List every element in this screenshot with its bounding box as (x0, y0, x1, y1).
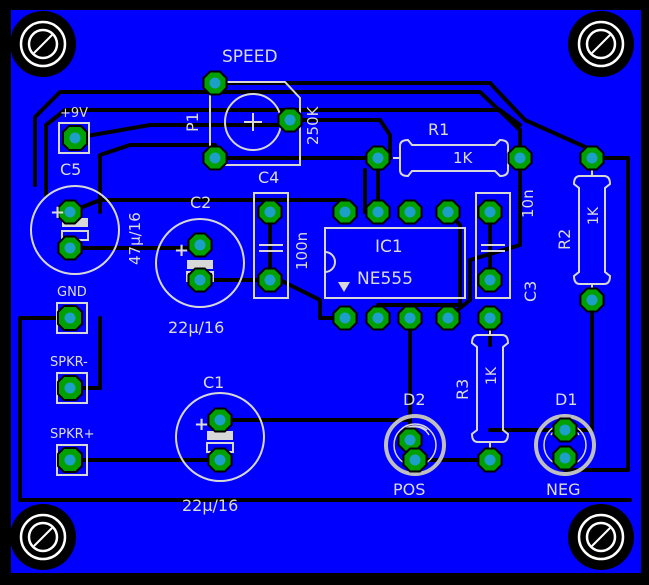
r3-value-label: 1K (484, 366, 500, 385)
c3-pad-1 (477, 199, 503, 225)
plus9v-pad (62, 125, 88, 151)
c5-pad-minus (57, 235, 83, 261)
mounting-hole-top-right (568, 11, 634, 77)
speed-label: SPEED (222, 47, 278, 67)
p1-pad-3 (202, 145, 228, 171)
spkr-plus-pad (57, 447, 83, 473)
c1-label: C1 (203, 373, 224, 392)
p1-pad-2 (277, 107, 303, 133)
c2-pad-plus (187, 232, 213, 258)
d2-value-label: POS (393, 480, 425, 499)
c4-value-label: 100n (293, 232, 311, 270)
ic1-pin-4 (435, 305, 461, 331)
c4-pad-1 (257, 199, 283, 225)
p1-label: P1 (183, 112, 202, 132)
p1-value-label: 250K (304, 105, 322, 145)
spkr-minus-pad (57, 375, 83, 401)
c3-value-label: 10n (519, 189, 537, 218)
c2-pad-minus (187, 267, 213, 293)
p1-pad-1 (202, 70, 228, 96)
c2-plus-marker: + (174, 240, 189, 261)
ic1-outline (324, 227, 466, 299)
plus9v-label: +9V (60, 106, 88, 121)
r3-pad-2 (477, 447, 503, 473)
ic1-pin-1 (332, 305, 358, 331)
ic1-pin-8 (332, 199, 358, 225)
ic1-value-label: NE555 (357, 269, 413, 289)
d2-pad-2 (402, 447, 428, 473)
r1-pad-1 (365, 145, 391, 171)
c3-pad-2 (477, 267, 503, 293)
mounting-holes (10, 11, 634, 570)
spkr-minus-label: SPKR- (50, 355, 88, 370)
d1-pad-1 (552, 417, 578, 443)
c3-label: C3 (521, 281, 540, 302)
c5-label: C5 (60, 160, 81, 179)
d1-pad-2 (552, 445, 578, 471)
ic1-pin-5 (435, 199, 461, 225)
r1-value-label: 1K (453, 149, 474, 167)
spkr-plus-label: SPKR+ (50, 427, 95, 442)
c4-outline (253, 192, 289, 299)
ic1-pin-2 (365, 305, 391, 331)
c5-pad-plus (57, 199, 83, 225)
ic1-pin-3 (397, 305, 423, 331)
ic1-label: IC1 (375, 237, 403, 257)
c4-pad-2 (257, 267, 283, 293)
r1-label: R1 (428, 120, 449, 139)
r1-pad-2 (507, 145, 533, 171)
ic1-pin-7 (365, 199, 391, 225)
c3-outline (475, 192, 511, 299)
mounting-hole-bottom-right (568, 504, 634, 570)
c5-plus-marker: + (50, 202, 65, 223)
labels: SPEED P1 250K R1 1K R2 1K R3 1K C5 47µ/1… (50, 47, 602, 515)
c2-value-label: 22µ/16 (168, 318, 224, 337)
d2-outline (384, 414, 446, 476)
d1-outline (534, 414, 596, 476)
mounting-hole-top-left (10, 11, 76, 77)
c1-plus-marker: + (194, 414, 209, 435)
r2-pad-1 (579, 145, 605, 171)
d1-value-label: NEG (546, 480, 580, 499)
r2-pad-2 (579, 287, 605, 313)
r3-label: R3 (453, 379, 472, 400)
pads (57, 70, 605, 473)
c1-pad-plus (207, 407, 233, 433)
c5-value-label: 47µ/16 (126, 212, 144, 265)
ic1-pin-6 (397, 199, 423, 225)
c2-outline (155, 218, 245, 308)
gnd-label: GND (57, 285, 87, 300)
plus9v-connector-outline (58, 122, 90, 154)
d2-label: D2 (403, 390, 426, 409)
c1-value-label: 22µ/16 (182, 496, 238, 515)
c2-label: C2 (190, 193, 211, 212)
mounting-hole-bottom-left (10, 504, 76, 570)
gnd-pad (57, 305, 83, 331)
r2-value-label: 1K (586, 206, 602, 225)
c4-label: C4 (258, 168, 279, 187)
c1-outline (175, 392, 265, 482)
c1-pad-minus (207, 447, 233, 473)
c5-outline (30, 185, 120, 275)
r2-label: R2 (555, 229, 574, 250)
r3-pad-1 (477, 305, 503, 331)
d1-label: D1 (555, 390, 578, 409)
